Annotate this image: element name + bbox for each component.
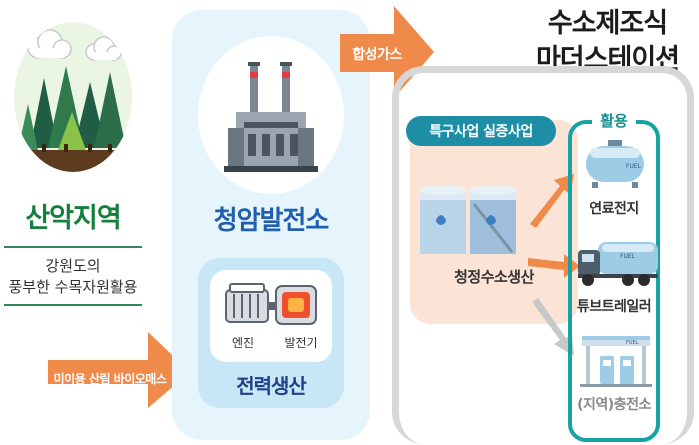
hydrogen-tanks-icon [420, 185, 516, 254]
region-description-line: 강원도의 [45, 257, 101, 275]
syngas-label: 합성가스 [352, 47, 402, 63]
engine-label: 엔진 [231, 336, 255, 350]
arrow-to-fuel-cell-icon [530, 174, 574, 228]
region-title: 산악지역 [25, 203, 121, 234]
usage-tab [592, 108, 636, 130]
power-plant-illustration [198, 36, 344, 194]
region-description-line: 풍부한 수목자원활용 [8, 278, 138, 296]
usage-label: 활용 [600, 112, 628, 130]
power-plant-title: 청암발전소 [213, 206, 330, 236]
biomass-label: 미이용 산림 바이오매스 [53, 372, 167, 386]
charging-station-icon: FUEL [580, 336, 652, 387]
use-item-label: (지역)충전소 [577, 397, 651, 413]
use-item-label: 튜브트레일러 [576, 299, 652, 315]
engine-generator-icon [225, 283, 317, 325]
special-zone-tab [406, 116, 556, 146]
station-frame [392, 66, 694, 444]
clean-hydrogen-label: 청정수소생산 [454, 268, 534, 286]
special-zone-label: 특구사업 실증사업 [429, 124, 533, 140]
divider [4, 246, 142, 248]
divider [4, 304, 142, 306]
arrow-to-trailer-icon [528, 254, 580, 278]
fuel-text: FUEL [620, 253, 636, 260]
engine-generator-panel: 엔진 발전기 [210, 270, 332, 362]
forest-trees-icon [14, 29, 132, 172]
biomass-arrow-icon [48, 332, 190, 408]
generator-label: 발전기 [284, 336, 318, 350]
station-title-line: 수소제조식 [547, 8, 668, 39]
use-item-label: 연료전지 [589, 201, 639, 217]
fuel-text: FUEL [626, 163, 642, 170]
tube-trailer-icon: FUEL [578, 242, 658, 286]
factory-icon [224, 62, 318, 172]
distribution-arrows [528, 174, 580, 356]
region-description: 강원도의 풍부한 수목자원활용 [0, 256, 146, 298]
forest-illustration [14, 22, 132, 172]
power-output-title: 전력생산 [236, 374, 307, 398]
fuel-text: FUEL [626, 340, 639, 346]
arrow-to-station-icon [532, 298, 574, 356]
fuel-tank-icon: FUEL [586, 140, 644, 188]
